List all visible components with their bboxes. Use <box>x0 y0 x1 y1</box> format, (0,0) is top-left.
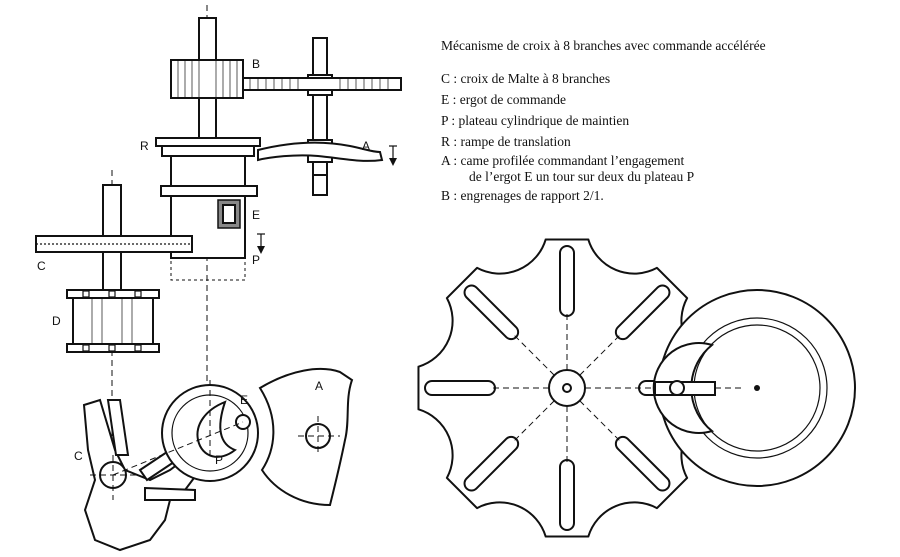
gear-b-large <box>170 59 244 99</box>
plateau-p-flange <box>160 185 258 197</box>
caption-title: Mécanisme de croix à 8 branches avec com… <box>441 38 766 53</box>
legend-item-a: A : came profilée commandant l’engagemen… <box>441 153 685 168</box>
label-e-plan: E <box>240 393 248 407</box>
drive-arm <box>654 381 716 396</box>
main-shaft-top <box>198 17 217 61</box>
cross-c-slot-1 <box>106 399 130 456</box>
arrow-a-head <box>389 158 397 166</box>
label-b: B <box>252 57 260 71</box>
legend-item-a-cont: de l’ergot E un tour sur deux du plateau… <box>469 169 694 184</box>
secondary-shaft <box>312 37 328 196</box>
arrow-p-head <box>257 246 265 254</box>
drum-d <box>66 289 160 353</box>
drive-pin <box>669 380 685 396</box>
plateau-p-cutout <box>196 400 237 458</box>
gear-b-small <box>242 77 402 91</box>
legend-item-p: P : plateau cylindrique de maintien <box>441 113 629 128</box>
cam-a-profile <box>257 141 384 162</box>
legend-item-b: B : engrenages de rapport 2/1. <box>441 188 604 203</box>
label-c: C <box>37 259 46 273</box>
cross-c-slot-3 <box>144 486 196 501</box>
legend-item-e: E : ergot de commande <box>441 92 566 107</box>
legend-item-r: R : rampe de translation <box>441 134 571 149</box>
plateau-p-upper <box>170 155 246 187</box>
ramp-r-plate <box>155 137 261 147</box>
cross-axis-line <box>579 400 623 444</box>
plateau-p-hidden <box>170 257 246 281</box>
label-r: R <box>140 139 149 153</box>
drive-plate-center <box>754 385 760 391</box>
ramp-r-plate-2 <box>161 145 255 157</box>
plan-view: E A C P <box>74 367 354 552</box>
label-a-plan: A <box>315 379 323 393</box>
label-a: A <box>362 139 370 153</box>
label-e: E <box>252 208 260 222</box>
drive-plate <box>585 289 856 487</box>
cross-slot <box>424 380 496 396</box>
label-p: P <box>252 253 260 267</box>
label-p-plan: P <box>215 453 223 467</box>
cross-axis-line <box>511 400 555 444</box>
cross-axis-line <box>579 332 623 376</box>
label-c-plan: C <box>74 449 83 463</box>
main-shaft-mid <box>198 97 217 139</box>
label-d: D <box>52 314 61 328</box>
secondary-shaft-end <box>312 174 328 196</box>
cross-slot <box>559 459 575 531</box>
cross-axis-line <box>511 332 555 376</box>
legend-item-c: C : croix de Malte à 8 branches <box>441 71 610 86</box>
side-view: B R A E C P D <box>35 5 402 480</box>
cross-slot <box>559 245 575 317</box>
